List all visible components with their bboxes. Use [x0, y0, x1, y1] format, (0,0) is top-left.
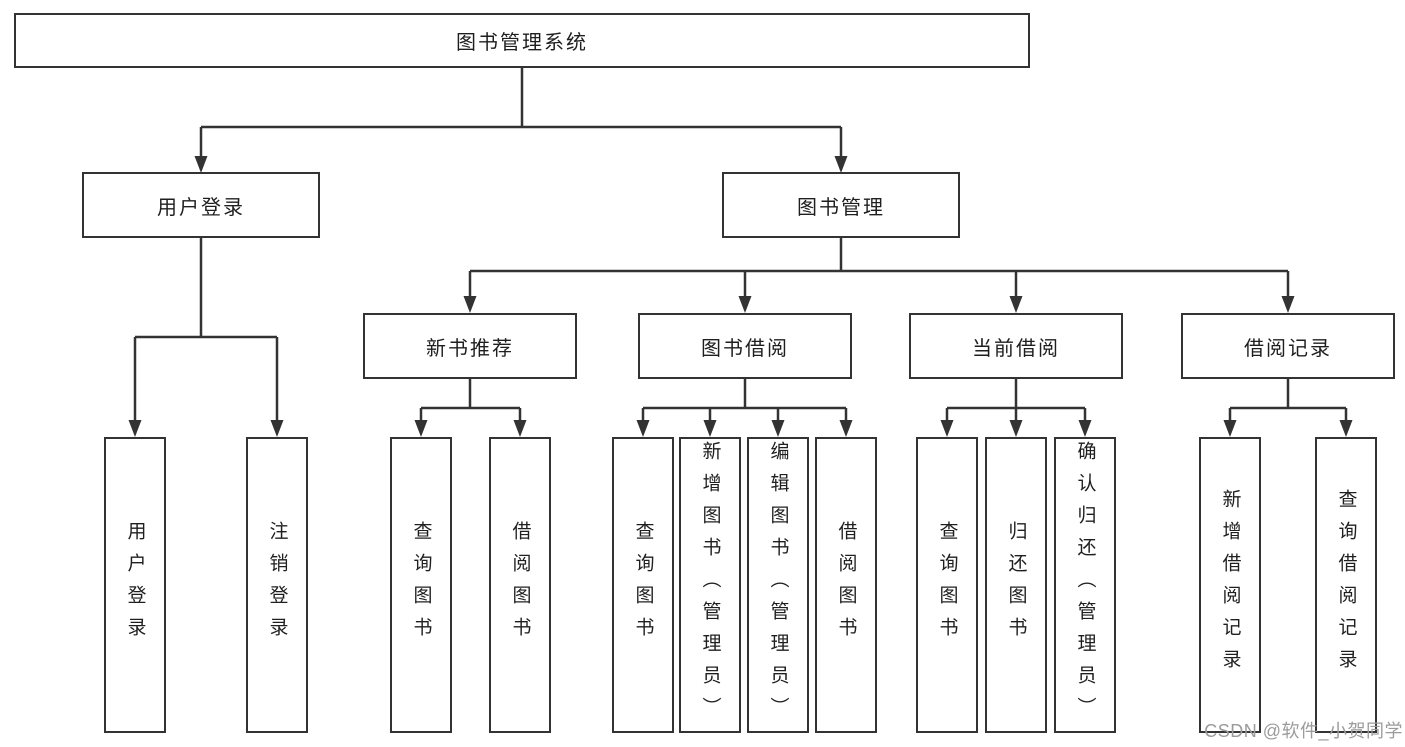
connector-borrow-records-children: [1228, 379, 1348, 421]
connector-root-to-level2: [199, 68, 843, 157]
leaf-query-borrow-record: 查询借阅记录: [1315, 437, 1377, 733]
connector-user-login-children: [133, 238, 279, 421]
node-book-management: 图书管理: [722, 172, 960, 238]
node-library-management-system: 图书管理系统: [14, 13, 1030, 68]
csdn-watermark: CSDN @软件_小贺同学: [1204, 721, 1403, 741]
arrowheads: [128, 156, 1353, 437]
leaf-query-books-recommend: 查询图书: [390, 437, 452, 733]
leaf-add-borrow-record: 新增借阅记录: [1199, 437, 1261, 733]
leaf-user-login: 用户登录: [104, 437, 166, 733]
leaf-add-book-admin: 新增图书（管理员）: [679, 437, 741, 733]
leaf-query-books-current: 查询图书: [916, 437, 978, 733]
node-user-login: 用户登录: [82, 172, 320, 238]
leaf-query-books-borrow: 查询图书: [612, 437, 674, 733]
leaf-return-book: 归还图书: [985, 437, 1047, 733]
node-new-book-recommend: 新书推荐: [363, 313, 577, 379]
node-book-borrow: 图书借阅: [638, 313, 852, 379]
node-current-borrow: 当前借阅: [909, 313, 1123, 379]
connector-current-borrow-children: [945, 379, 1087, 421]
connector-book-borrow-children: [641, 379, 848, 421]
leaf-borrow-books-borrow: 借阅图书: [815, 437, 877, 733]
node-borrow-records: 借阅记录: [1181, 313, 1395, 379]
leaf-confirm-return-admin: 确认归还（管理员）: [1054, 437, 1116, 733]
leaf-logout: 注销登录: [246, 437, 308, 733]
leaf-borrow-books-recommend: 借阅图书: [489, 437, 551, 733]
leaf-edit-book-admin: 编辑图书（管理员）: [747, 437, 809, 733]
connector-new-book-recommend-children: [419, 379, 522, 421]
connector-book-management-children: [468, 238, 1290, 297]
